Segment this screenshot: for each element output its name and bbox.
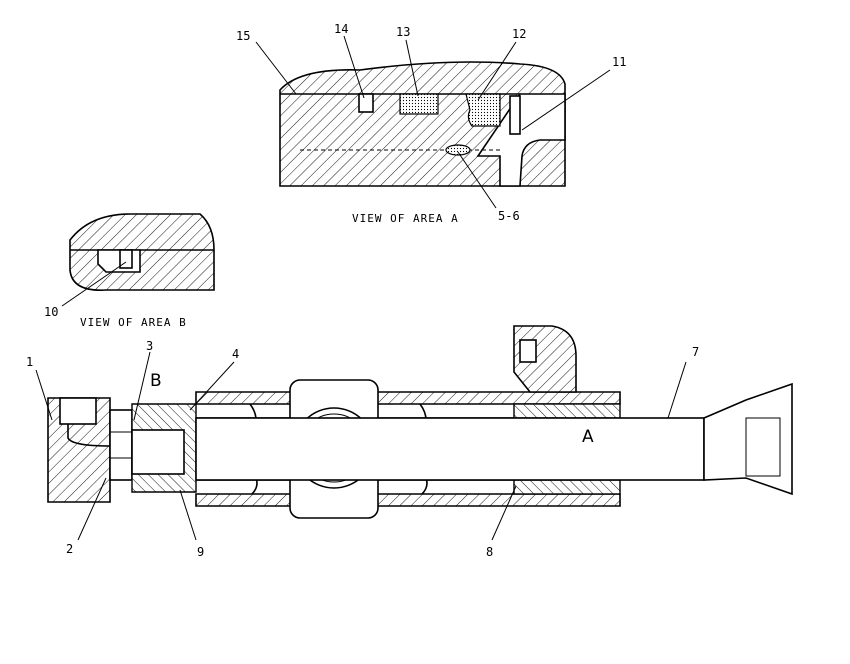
callout-13: 13 (396, 25, 410, 39)
detail-a-part-11 (509, 95, 521, 135)
caption-view-area-b: VIEW OF AREA B (80, 316, 187, 329)
port-fitting (519, 339, 537, 363)
callout-3: 3 (146, 339, 153, 353)
piston-rod (195, 417, 705, 481)
barrel-upper-wall (195, 391, 621, 405)
caption-view-area-a: VIEW OF AREA A (352, 212, 459, 225)
area-marker-a: A (582, 427, 594, 447)
rod-seal-lower (513, 479, 621, 495)
elbow-fitting (59, 397, 97, 425)
detail-a-part-12 (465, 93, 501, 127)
callout-9: 9 (197, 545, 204, 559)
area-marker-b: B (150, 371, 162, 391)
callout-4: 4 (232, 347, 239, 361)
detail-a-part-14 (358, 93, 374, 113)
callout-14: 14 (334, 22, 348, 36)
callout-5-6: 5-6 (498, 209, 520, 223)
rod-seal-upper (513, 403, 621, 419)
detail-a-part-13 (399, 93, 439, 115)
callout-15: 15 (236, 29, 250, 43)
callout-8: 8 (486, 545, 493, 559)
detail-a-bore (476, 93, 566, 187)
rod-end (703, 382, 793, 496)
leader-lines (35, 35, 687, 541)
detail-b-housing (69, 213, 215, 291)
detail-view-area-a (279, 61, 566, 187)
detail-view-area-b (69, 213, 215, 291)
elbow-pipe (67, 424, 111, 447)
main-assembly (47, 325, 793, 519)
callout-12: 12 (512, 27, 526, 41)
callout-labels: 1 2 3 4 5-6 7 8 9 10 11 12 13 14 15 (26, 22, 699, 559)
fitting-nut (109, 409, 133, 481)
callout-1: 1 (26, 355, 33, 369)
callout-2: 2 (66, 542, 73, 556)
detail-b-step (97, 249, 141, 273)
callout-7: 7 (692, 345, 699, 359)
detail-a-part-5-6 (445, 144, 471, 156)
barrel-lower-wall (195, 493, 621, 507)
callout-10: 10 (44, 305, 58, 319)
callout-11: 11 (612, 55, 626, 69)
gland-bore (131, 429, 185, 475)
